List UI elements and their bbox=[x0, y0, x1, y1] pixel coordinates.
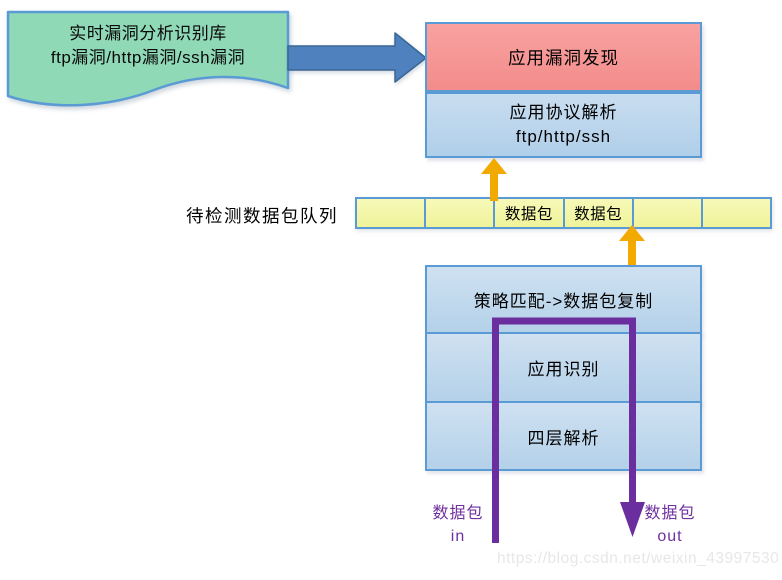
l4-parse-label: 四层解析 bbox=[527, 428, 600, 448]
packet-in-text: 数据包 bbox=[432, 505, 484, 522]
vuln-library-document-shape: 实时漏洞分析识别库 ftp漏洞/http漏洞/ssh漏洞 bbox=[6, 10, 290, 110]
packet-out-text: 数据包 bbox=[644, 505, 696, 522]
vuln-discovery-box: 应用漏洞发现 bbox=[425, 22, 702, 92]
app-identify-section: 应用识别 bbox=[425, 332, 702, 403]
queue-to-parse-arrow bbox=[477, 158, 511, 202]
watermark: https://blog.csdn.net/weixin_43997530 bbox=[497, 550, 780, 567]
vuln-library-line1: 实时漏洞分析识别库 bbox=[69, 24, 227, 43]
l4-parse-section: 四层解析 bbox=[425, 401, 702, 471]
up-arrow-icon bbox=[481, 158, 507, 201]
document-shape-icon bbox=[6, 10, 290, 107]
queue-cell-1 bbox=[355, 197, 427, 229]
up-arrow-icon bbox=[619, 225, 645, 268]
vuln-library-line2: ftp漏洞/http漏洞/ssh漏洞 bbox=[50, 48, 246, 67]
packet-out-label: 数据包 out bbox=[636, 502, 704, 548]
queue-cell-5 bbox=[631, 197, 703, 229]
packet-queue: 数据包 数据包 bbox=[355, 197, 773, 229]
vuln-library-text: 实时漏洞分析识别库 ftp漏洞/http漏洞/ssh漏洞 bbox=[6, 22, 290, 70]
engine-stack: 策略匹配->数据包复制 应用识别 四层解析 bbox=[425, 265, 702, 471]
queue-cell-4: 数据包 bbox=[562, 197, 634, 229]
vuln-discovery-label: 应用漏洞发现 bbox=[508, 47, 619, 68]
queue-cell-6 bbox=[700, 197, 773, 229]
packet-out-direction: out bbox=[657, 528, 683, 545]
library-to-discovery-arrow bbox=[286, 30, 428, 86]
queue-cell-2 bbox=[424, 197, 496, 229]
packet-in-label: 数据包 in bbox=[424, 502, 492, 548]
packet-flow-path bbox=[470, 300, 670, 550]
protocol-parse-label: 应用协议解析 bbox=[509, 103, 618, 122]
queue-label: 待检测数据包队列 bbox=[186, 206, 338, 226]
right-block-arrow-icon bbox=[287, 32, 427, 83]
protocol-parse-box: 应用协议解析 ftp/http/ssh bbox=[425, 92, 702, 158]
engine-to-queue-arrow bbox=[615, 225, 649, 269]
app-identify-label: 应用识别 bbox=[527, 360, 600, 379]
packet-in-direction: in bbox=[450, 528, 466, 545]
packet-path-arrow-icon bbox=[492, 317, 645, 543]
policy-match-label: 策略匹配->数据包复制 bbox=[473, 292, 654, 311]
protocol-list-label: ftp/http/ssh bbox=[515, 127, 612, 146]
